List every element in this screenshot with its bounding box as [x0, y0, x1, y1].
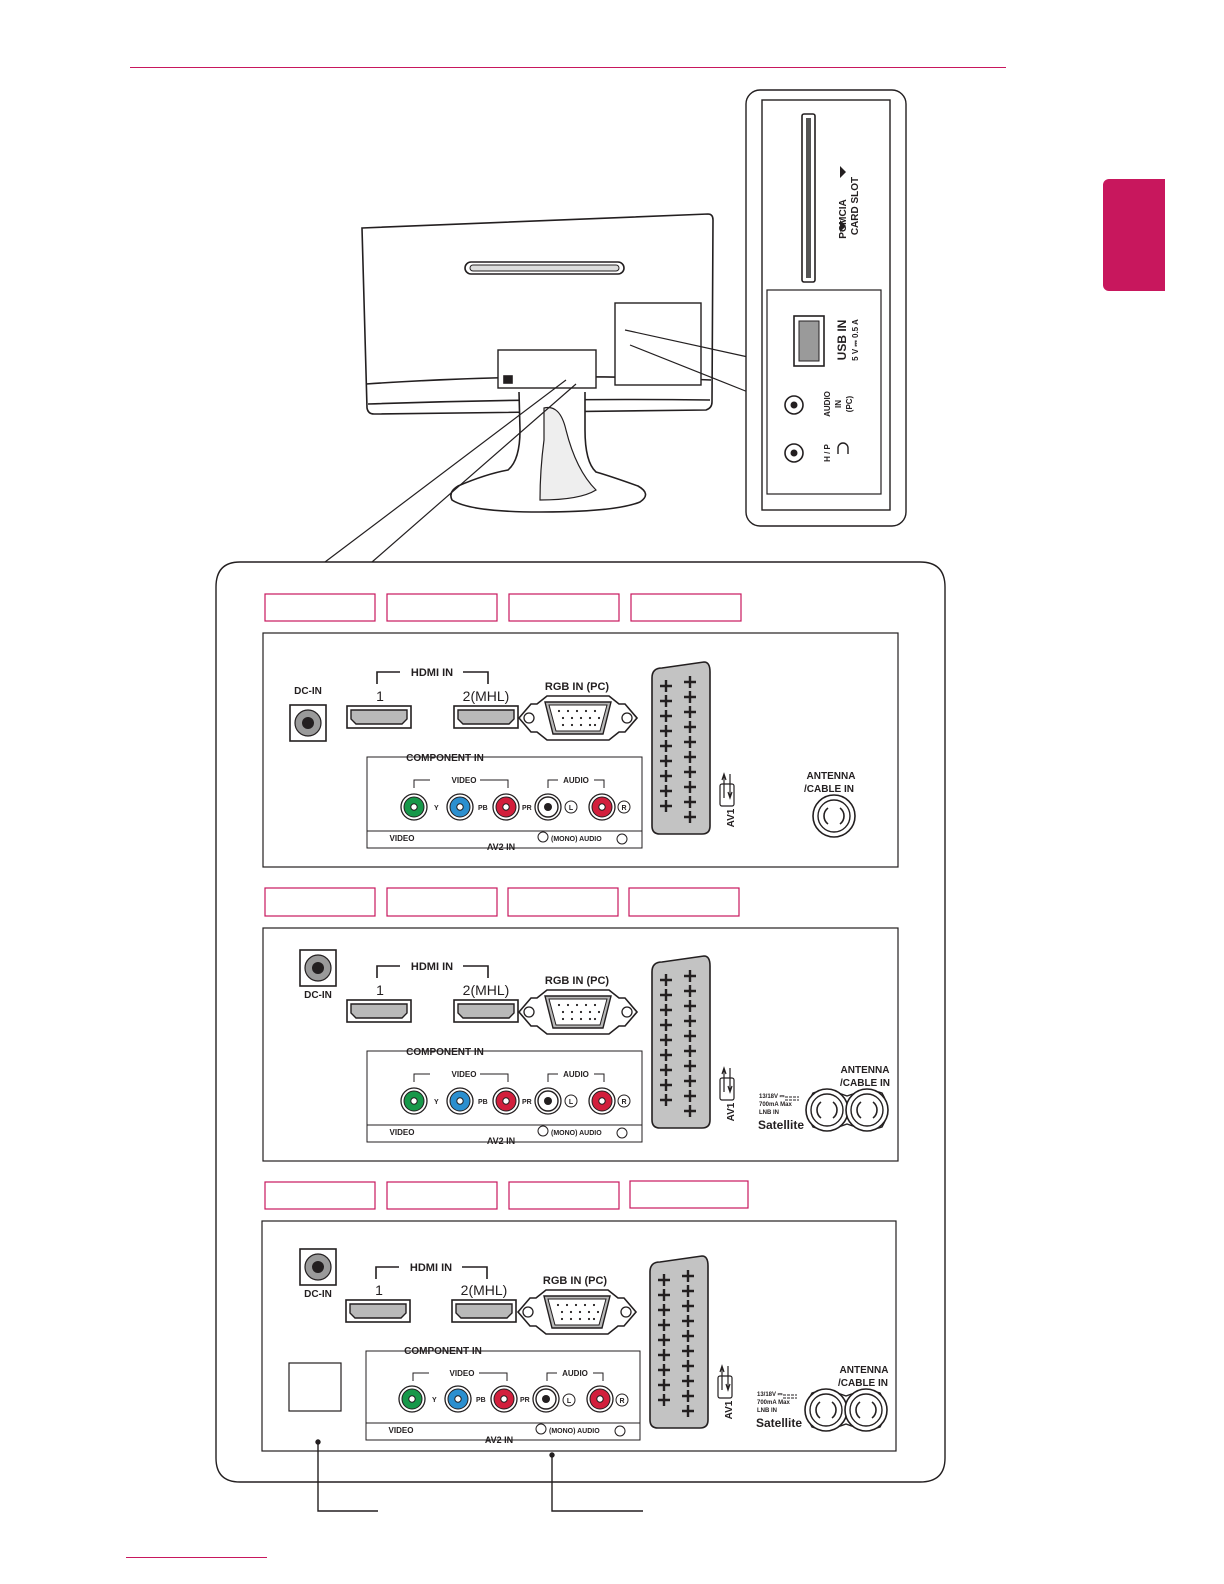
hp-label: H / P	[823, 443, 832, 461]
hdmi-2-label: 2(MHL)	[463, 982, 510, 998]
pr-label: PR	[520, 1397, 530, 1404]
component-in-label: COMPONENT IN	[406, 1047, 484, 1058]
r-label: R	[621, 805, 626, 812]
hdmi-1-label: 1	[376, 688, 384, 704]
l-label: L	[567, 1398, 572, 1405]
usb-in-label: USB IN	[835, 320, 849, 361]
lnb-in-label: LNB IN	[757, 1408, 777, 1414]
pb-label: PB	[476, 1397, 486, 1404]
antenna-label: ANTENNA	[807, 771, 856, 782]
antenna-label: ANTENNA	[841, 1065, 890, 1076]
hdmi-2-label: 2(MHL)	[463, 688, 510, 704]
video-bottom-label: VIDEO	[390, 834, 415, 843]
lnb-current-label: 700mA Max	[759, 1102, 792, 1108]
pr-label: PR	[522, 1099, 532, 1106]
lnb-voltage-label: 13/18V ⎓	[759, 1094, 785, 1100]
audio-group-label: AUDIO	[562, 1369, 588, 1378]
leader-lines	[315, 1439, 643, 1512]
cable-in-label: /CABLE IN	[804, 784, 854, 795]
lnb-current-label: 700mA Max	[757, 1400, 790, 1406]
audio-in-label-1: AUDIO	[823, 391, 832, 417]
dc-in-label: DC-IN	[294, 686, 322, 697]
y-label: Y	[434, 805, 439, 812]
lnb-in-label: LNB IN	[759, 1110, 779, 1116]
video-group-label: VIDEO	[450, 1369, 475, 1378]
rgb-in-label: RGB IN (PC)	[543, 1275, 608, 1287]
hdmi-1-label: 1	[376, 982, 384, 998]
component-in-label: COMPONENT IN	[406, 753, 484, 764]
av2-in-label: AV2 IN	[487, 1136, 515, 1146]
antenna-label: ANTENNA	[840, 1365, 889, 1376]
cable-in-label: /CABLE IN	[838, 1378, 888, 1389]
card-slot-label: CARD SLOT	[850, 177, 861, 235]
rgb-in-label: RGB IN (PC)	[545, 975, 610, 987]
side-panel	[745, 89, 907, 527]
y-label: Y	[432, 1397, 437, 1404]
satellite-label: Satellite	[758, 1118, 804, 1132]
video-group-label: VIDEO	[452, 776, 477, 785]
lnb-voltage-label: 13/18V ⎓	[757, 1392, 783, 1398]
callout-lines-side	[624, 329, 749, 393]
av1-label: AV1	[726, 808, 737, 827]
audio-group-label: AUDIO	[563, 1070, 589, 1079]
header-rule	[130, 67, 1006, 68]
rear-panel-3	[261, 1220, 897, 1452]
l-label: L	[569, 805, 574, 812]
rear-panel-container	[215, 561, 946, 1483]
hdmi-in-label: HDMI IN	[411, 961, 453, 973]
av2-in-label: AV2 IN	[487, 842, 515, 852]
usb-spec-label: 5 V ⎓ 0.5 A	[851, 319, 860, 361]
l-label: L	[569, 1099, 574, 1106]
pcmcia-label: PCMCIA	[838, 199, 849, 238]
rgb-in-label: RGB IN (PC)	[545, 681, 610, 693]
pb-label: PB	[478, 1099, 488, 1106]
monitor-rear-view	[361, 213, 714, 513]
satellite-label: Satellite	[756, 1416, 802, 1430]
component-in-label: COMPONENT IN	[404, 1346, 482, 1357]
cable-in-label: /CABLE IN	[840, 1078, 890, 1089]
hdmi-2-label: 2(MHL)	[461, 1282, 508, 1298]
callout-lines-bottom	[324, 379, 577, 563]
r-label: R	[621, 1099, 626, 1106]
audio-in-label-3: (PC)	[845, 395, 854, 412]
video-group-label: VIDEO	[452, 1070, 477, 1079]
mono-audio-label: (MONO) AUDIO	[551, 1130, 602, 1137]
av1-label: AV1	[726, 1102, 737, 1121]
footer-rule	[126, 1557, 267, 1558]
dc-in-label: DC-IN	[304, 1289, 332, 1300]
audio-in-label-2: IN	[834, 400, 843, 408]
hdmi-in-label: HDMI IN	[410, 1262, 452, 1274]
model-label-boxes	[264, 593, 749, 1210]
av1-label: AV1	[724, 1400, 735, 1419]
pb-label: PB	[478, 805, 488, 812]
dc-in-label: DC-IN	[304, 990, 332, 1001]
rear-panel-1	[262, 632, 899, 868]
av2-in-label: AV2 IN	[485, 1435, 513, 1445]
language-tab	[1103, 179, 1165, 291]
r-label: R	[619, 1398, 624, 1405]
mono-audio-label: (MONO) AUDIO	[549, 1428, 600, 1435]
hdmi-in-label: HDMI IN	[411, 667, 453, 679]
y-label: Y	[434, 1099, 439, 1106]
rear-panel-2	[262, 927, 899, 1162]
pr-label: PR	[522, 805, 532, 812]
video-bottom-label: VIDEO	[389, 1426, 414, 1435]
mono-audio-label: (MONO) AUDIO	[551, 836, 602, 843]
audio-group-label: AUDIO	[563, 776, 589, 785]
video-bottom-label: VIDEO	[390, 1128, 415, 1137]
hdmi-1-label: 1	[375, 1282, 383, 1298]
